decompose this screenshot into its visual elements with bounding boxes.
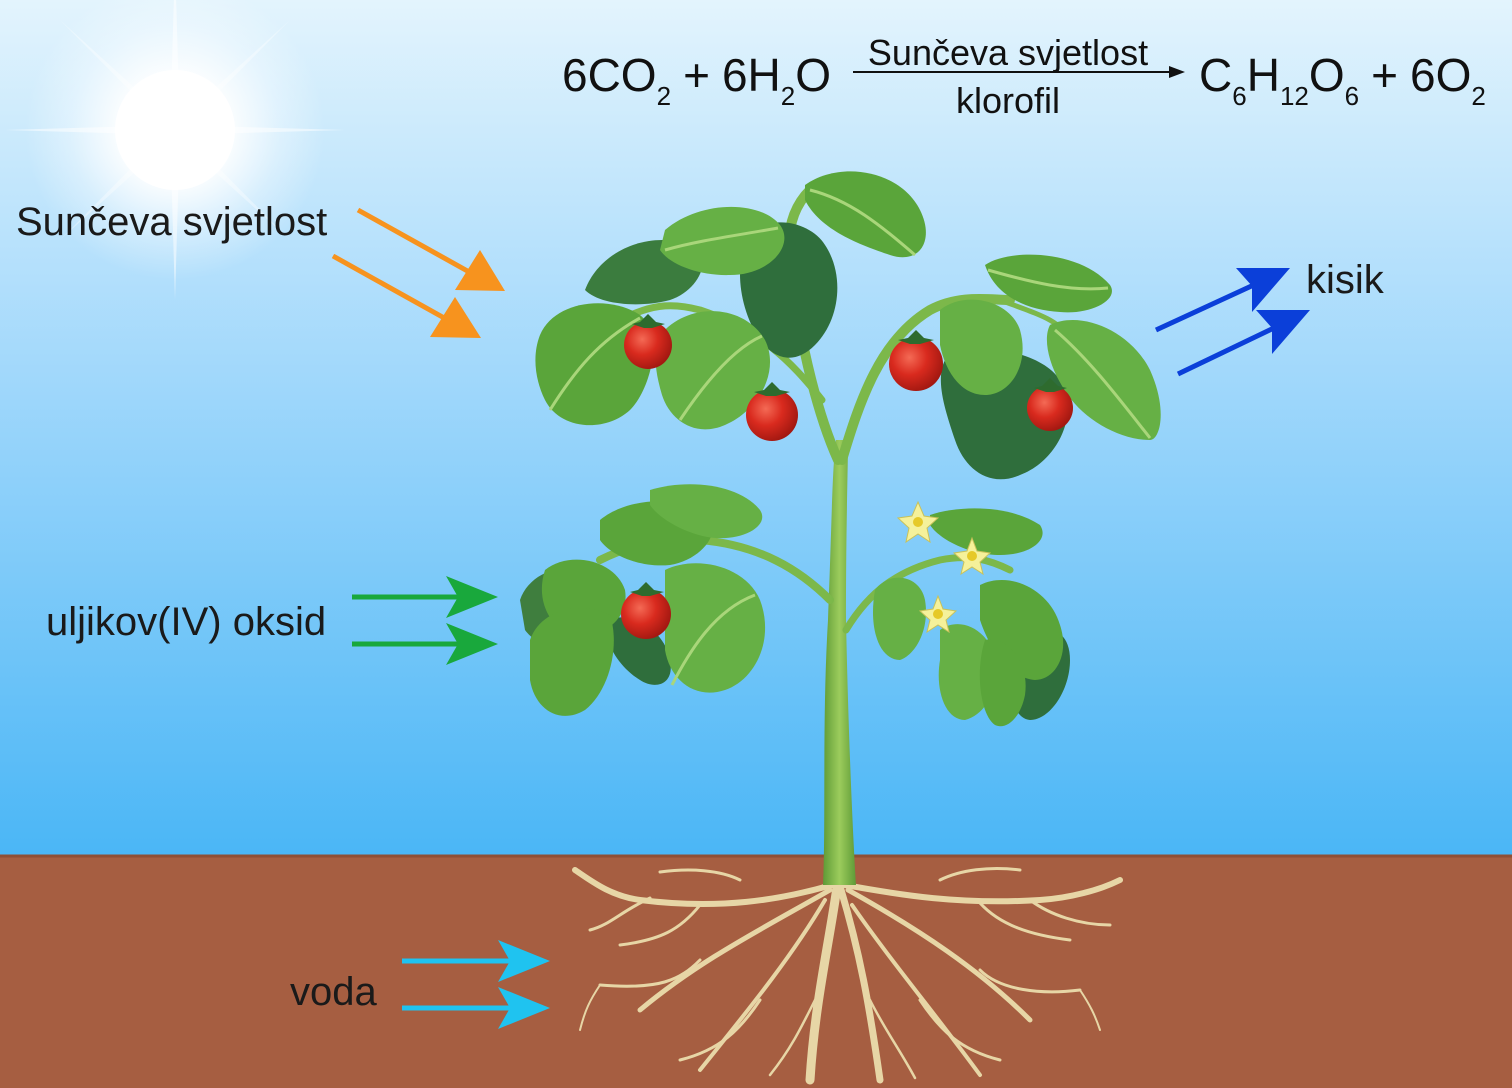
equation-reactant-h2o: 6H2O [721,49,831,111]
equation-plus: + [683,49,710,101]
sunlight-arrow-icon [356,207,482,281]
tomato-icon [1027,378,1073,431]
water-label: voda [290,970,377,1014]
flowers [896,500,992,634]
tomato-icon [889,330,943,391]
tomato-icon [746,382,798,441]
sun-icon [5,0,345,300]
oxygen-arrow-icon [1154,280,1260,333]
reaction-arrow-icon [853,66,1185,78]
tomato-icon [621,582,671,639]
equation-plus: + [1371,49,1398,101]
tomato-icon [624,314,672,369]
sunlight-label: Sunčeva svjetlost [16,200,328,244]
flower-icon [952,536,992,576]
oxygen-arrow-icon [1176,323,1280,377]
sunlight-arrow-icon [331,253,457,327]
leaves [520,171,1161,727]
soil [0,856,1512,1088]
oxygen-arrows [1154,268,1310,377]
photosynthesis-equation: 6CO2 + 6H2O Sunčeva svjetlost klorofil C… [562,30,1486,121]
equation-reaction-arrow: Sunčeva svjetlost klorofil [853,30,1187,121]
water-arrows [402,940,550,1029]
roots [572,867,1123,1085]
equation-condition-top: Sunčeva svjetlost [867,32,1149,73]
flower-icon [896,500,940,544]
equation-product-oxygen: 6O2 [1409,49,1486,111]
oxygen-label: kisik [1306,258,1384,302]
sunlight-arrows [331,207,505,338]
flower-icon [918,594,958,634]
equation-condition-bottom: klorofil [955,80,1061,121]
carbon-dioxide-label: uljikov(IV) oksid [46,600,327,644]
equation-product-glucose: C6H12O6 [1199,49,1360,111]
tomatoes [621,314,1073,639]
equation-reactant-co2: 6CO2 [562,49,672,111]
co2-arrows [352,576,498,665]
